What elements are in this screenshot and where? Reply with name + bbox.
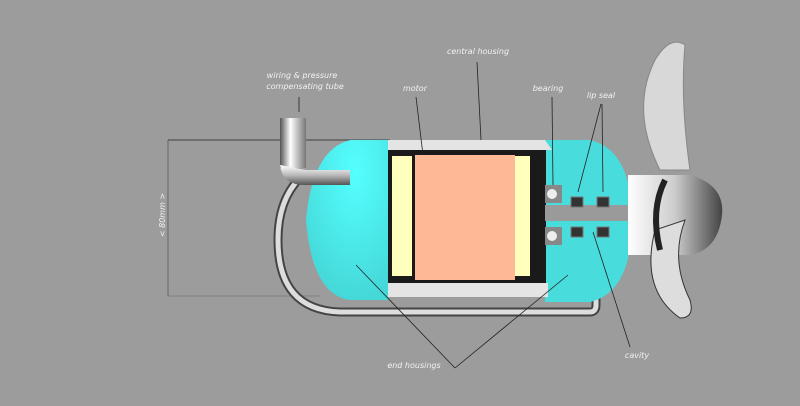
label-lip-seal: lip seal xyxy=(587,91,616,100)
label-bearing: bearing xyxy=(533,84,564,93)
bearings xyxy=(545,185,562,245)
motor-winding-left xyxy=(392,156,412,276)
motor-winding-right xyxy=(515,156,530,276)
label-central-housing: central housing xyxy=(447,47,509,56)
lip-seals xyxy=(570,196,610,238)
end-housing-left xyxy=(306,140,388,300)
central-housing-bottom xyxy=(388,283,548,297)
central-housing-top xyxy=(388,140,552,150)
propeller xyxy=(628,41,723,319)
shaft xyxy=(545,205,630,221)
wiring-tube xyxy=(280,118,350,185)
label-motor: motor xyxy=(403,84,428,93)
leader-lines xyxy=(298,61,631,369)
motor-rotor xyxy=(415,155,515,280)
label-wiring-line1: wiring & pressure xyxy=(267,71,338,80)
label-end-housings: end housings xyxy=(387,361,440,370)
label-cavity: cavity xyxy=(625,351,649,360)
dimension-label: < 80mm > xyxy=(158,193,167,237)
label-wiring-line2: compensating tube xyxy=(266,82,344,91)
